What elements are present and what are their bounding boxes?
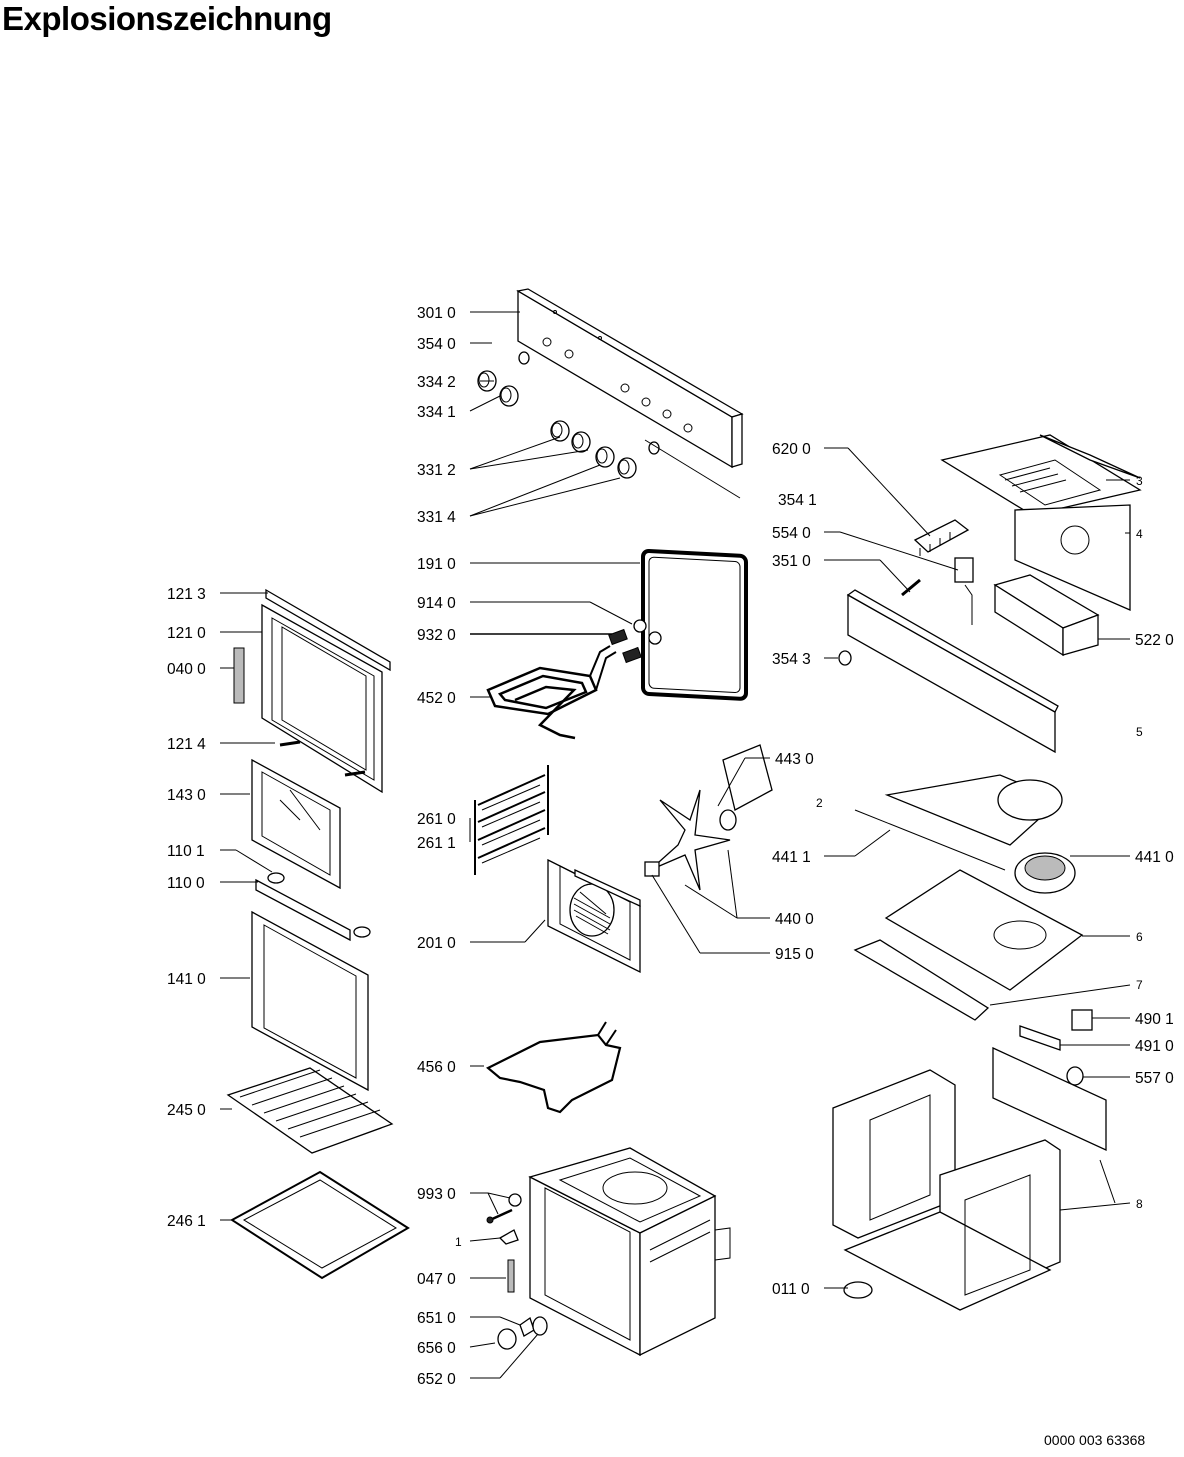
label-110-0: 110 0 — [167, 875, 205, 892]
label-651-0: 651 0 — [417, 1310, 456, 1327]
label-334-1: 334 1 — [417, 404, 456, 421]
leader-lines — [220, 311, 1131, 1379]
label-354-1: 354 1 — [778, 492, 817, 509]
label-351-0: 351 0 — [772, 553, 811, 570]
label-620-0: 620 0 — [772, 441, 811, 458]
label-456-0: 456 0 — [417, 1059, 456, 1076]
label-191-0: 191 0 — [417, 556, 456, 573]
label-301-0: 301 0 — [417, 305, 456, 322]
shelf-supports-drawing — [474, 765, 549, 875]
label-490-1: 490 1 — [1135, 1011, 1174, 1028]
outer-glass-drawing — [251, 910, 369, 1092]
door-seal-drawing — [641, 549, 748, 701]
label-040-0: 040 0 — [167, 661, 206, 678]
label-4: 4 — [1136, 527, 1143, 541]
label-557-0: 557 0 — [1135, 1070, 1174, 1087]
part-labels: 301 0 354 0 334 2 334 1 331 2 331 4 191 … — [167, 305, 1174, 1388]
air-duct-drawing — [853, 774, 1084, 1021]
label-656-0: 656 0 — [417, 1340, 456, 1357]
control-panel-drawing — [516, 288, 744, 469]
label-5: 5 — [1136, 725, 1143, 739]
control-board-drawing — [993, 574, 1100, 657]
label-932-0: 932 0 — [417, 627, 456, 644]
label-121-4: 121 4 — [167, 736, 206, 753]
label-143-0: 143 0 — [167, 787, 206, 804]
oven-cavity-drawing — [528, 1147, 731, 1357]
label-652-0: 652 0 — [417, 1371, 456, 1388]
label-452-0: 452 0 — [417, 690, 456, 707]
label-354-3: 354 3 — [772, 651, 811, 668]
label-554-0: 554 0 — [772, 525, 811, 542]
baking-tray-drawing — [230, 1170, 410, 1280]
label-110-1: 110 1 — [167, 843, 205, 860]
label-443-0: 443 0 — [775, 751, 814, 768]
label-354-0: 354 0 — [417, 336, 456, 353]
label-331-4: 331 4 — [417, 509, 456, 526]
label-245-0: 245 0 — [167, 1102, 206, 1119]
label-914-0: 914 0 — [417, 595, 456, 612]
label-334-2: 334 2 — [417, 374, 456, 391]
side-parts-drawing — [1019, 1009, 1093, 1086]
label-441-1: 441 1 — [772, 849, 811, 866]
label-246-1: 246 1 — [167, 1213, 206, 1230]
door-frame-drawing — [233, 588, 391, 794]
switch-parts-drawing — [901, 519, 974, 625]
label-6: 6 — [1136, 930, 1143, 944]
label-993-0: 993 0 — [417, 1186, 456, 1203]
label-7: 7 — [1136, 978, 1143, 992]
knobs-drawing — [477, 351, 660, 479]
label-011-0: 011 0 — [772, 1281, 810, 1298]
label-491-0: 491 0 — [1135, 1038, 1174, 1055]
label-2: 2 — [816, 796, 823, 810]
control-housing-drawing — [940, 434, 1142, 611]
label-047-0: 047 0 — [417, 1271, 456, 1288]
label-141-0: 141 0 — [167, 971, 206, 988]
label-261-1: 261 1 — [417, 835, 456, 852]
label-1: 1 — [455, 1235, 462, 1249]
label-441-0: 441 0 — [1135, 849, 1174, 866]
front-frame-drawing — [838, 589, 1059, 754]
label-201-0: 201 0 — [417, 935, 456, 952]
label-121-0: 121 0 — [167, 625, 206, 642]
casing-drawing — [832, 1046, 1107, 1311]
label-8: 8 — [1136, 1197, 1143, 1211]
label-121-3: 121 3 — [167, 586, 206, 603]
small-hardware-drawing — [486, 1193, 548, 1350]
label-261-0: 261 0 — [417, 811, 456, 828]
hinge-parts-drawing — [255, 872, 371, 942]
bottom-element-drawing — [486, 1021, 622, 1114]
label-915-0: 915 0 — [775, 946, 814, 963]
door-glass-drawing — [251, 758, 341, 890]
fan-motor-drawing — [644, 744, 773, 891]
label-3: 3 — [1136, 474, 1143, 488]
element-springs-drawing — [608, 619, 662, 664]
fan-cover-drawing — [547, 858, 641, 974]
label-331-2: 331 2 — [417, 462, 456, 479]
page-title: Explosionszeichnung — [2, 0, 332, 37]
grill-element-drawing — [486, 645, 617, 740]
label-440-0: 440 0 — [775, 911, 814, 928]
label-522-0: 522 0 — [1135, 632, 1174, 649]
document-number: 0000 003 63368 — [1044, 1432, 1146, 1448]
wire-rack-drawing — [226, 1067, 394, 1154]
